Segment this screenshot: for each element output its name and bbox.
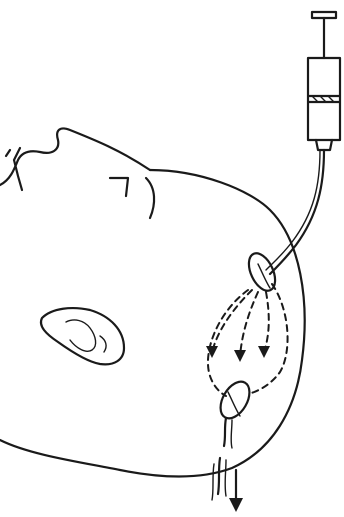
- flow-path-left: [212, 290, 252, 352]
- syringe-barrel: [308, 58, 340, 140]
- exit-opening-shade: [228, 392, 240, 416]
- exit-opening: [215, 377, 256, 424]
- arrow-down-icon: [229, 470, 243, 512]
- ear-icon: [41, 308, 124, 364]
- ear-inner: [66, 320, 96, 351]
- exit-opening-rim: [215, 377, 256, 424]
- outflow-stream-2: [231, 420, 232, 448]
- flow-arrowhead-right: [258, 346, 270, 358]
- outflow-stream-3: [218, 458, 220, 494]
- face-profile: [0, 128, 150, 185]
- outflow-stream-5: [212, 464, 214, 500]
- lip-mark: [14, 148, 22, 190]
- flow-path-right: [264, 292, 269, 352]
- outflow: [212, 418, 232, 500]
- syringe: [308, 12, 340, 150]
- tube: [270, 150, 324, 274]
- flow-paths: [206, 284, 288, 396]
- eye-mark: [110, 178, 128, 196]
- outflow-stream-4: [225, 460, 226, 496]
- ear-fold: [100, 336, 106, 352]
- tube-inner-edge: [266, 150, 320, 270]
- outflow-stream-1: [224, 418, 226, 446]
- head-outline: [0, 170, 305, 477]
- ear-outer: [41, 308, 124, 364]
- flow-arrowhead-middle: [234, 350, 246, 362]
- arrow-head: [229, 498, 243, 512]
- cheek-mark: [146, 178, 154, 218]
- flow-path-middle: [240, 292, 258, 356]
- nostril-mark: [6, 150, 10, 156]
- flow-path-outer-left: [208, 290, 248, 396]
- syringe-nozzle: [316, 140, 332, 150]
